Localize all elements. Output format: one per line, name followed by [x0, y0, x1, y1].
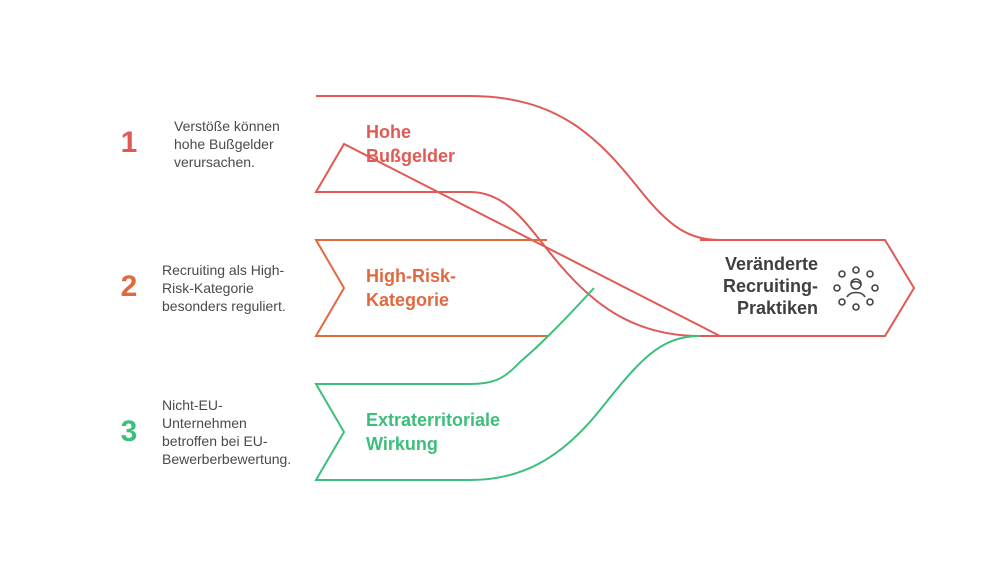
step-description-1: Verstöße können hohe Bußgelder verursach… — [174, 118, 280, 170]
step-title-2: High-Risk- Kategorie — [366, 266, 456, 310]
input-1-band — [314, 95, 721, 337]
step-description-2: Recruiting als High- Risk-Kategorie beso… — [162, 262, 286, 314]
input-2-band — [314, 239, 548, 337]
output-title: Veränderte Recruiting- Praktiken — [722, 254, 818, 318]
step-number-2: 2 — [120, 270, 138, 303]
step-description-3: Nicht-EU- Unternehmen betroffen bei EU- … — [162, 397, 292, 467]
output-arrow-shape — [700, 239, 916, 337]
input-3-band — [314, 287, 701, 481]
people-network-icon — [833, 266, 879, 311]
step-number-3: 3 — [120, 415, 138, 448]
step-title-3: Extraterritoriale Wirkung — [366, 410, 501, 454]
step-title-1: Hohe Bußgelder — [366, 122, 456, 166]
step-number-1: 1 — [120, 126, 138, 159]
